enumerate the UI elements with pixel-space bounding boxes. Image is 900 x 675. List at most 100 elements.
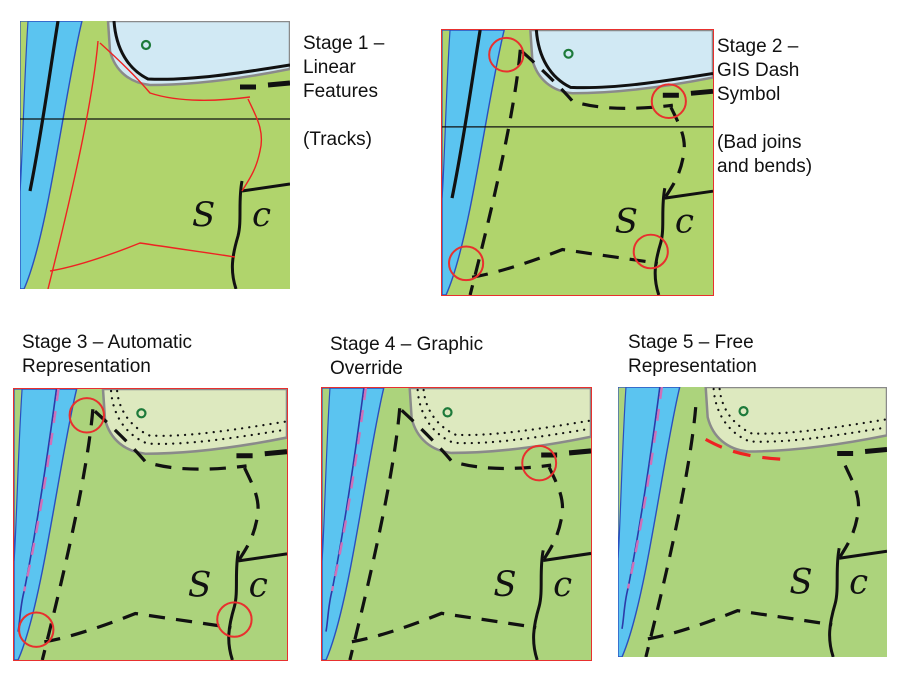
river-centreline <box>621 387 661 629</box>
boundary-line <box>838 549 887 560</box>
highlight-circle-north-east <box>650 83 687 119</box>
lake-dotted-margin <box>416 388 591 445</box>
map-label-c: c <box>249 565 268 605</box>
map-label-c: c <box>675 202 694 241</box>
track-north <box>99 42 251 101</box>
track-east <box>837 464 861 560</box>
track-north <box>521 50 674 110</box>
track-south <box>647 608 833 641</box>
boundary-curve <box>828 547 841 657</box>
boundary-curve <box>532 550 545 660</box>
map-label-s: S <box>188 565 212 605</box>
track-west <box>468 49 522 295</box>
river-bank-west <box>618 387 627 559</box>
track-east <box>663 106 686 199</box>
wall-segment <box>236 449 287 459</box>
boundary-curve <box>227 550 240 660</box>
lake <box>106 21 290 87</box>
river-bank-west <box>14 389 23 561</box>
highlight-circle-south-east <box>632 233 669 270</box>
lake <box>408 388 591 455</box>
highlight-circle-south-east <box>216 601 253 638</box>
map-label-c: c <box>252 195 271 235</box>
wall-segment <box>240 80 290 90</box>
lake <box>704 387 887 453</box>
highlight-circle-north-west <box>68 397 105 434</box>
river-centreline <box>28 21 60 192</box>
spring-symbol <box>140 39 152 51</box>
track-west <box>348 408 402 660</box>
track-west <box>40 409 95 660</box>
track-north <box>400 409 552 471</box>
map-label-s: S <box>493 565 516 605</box>
river-dash-line <box>330 388 368 592</box>
lake-dotted-margin-inner <box>116 389 287 437</box>
lake <box>529 30 713 95</box>
caption-stage-3: Stage 3 – Automatic Representation <box>22 332 193 377</box>
caption-stage-4: Stage 4 – Graphic Override <box>330 334 484 379</box>
spring-symbol <box>563 48 574 59</box>
spring-symbol <box>136 408 147 419</box>
river <box>322 388 385 660</box>
boundary-curve <box>653 187 667 295</box>
spring-symbol <box>738 406 749 417</box>
track-north <box>93 410 247 471</box>
river-bank-west <box>20 21 29 192</box>
river-dash-line <box>22 389 60 592</box>
map-label-s: S <box>192 195 215 235</box>
caption-stage-2: Stage 2 – GIS Dash Symbol (Bad joins and… <box>717 36 813 177</box>
lake-shoreline <box>534 30 713 90</box>
river <box>14 389 78 660</box>
river <box>618 387 681 657</box>
river-dash-line <box>626 387 664 589</box>
track-south <box>471 247 659 279</box>
boundary-line <box>238 552 287 563</box>
track-south <box>44 611 232 644</box>
lake <box>101 389 287 455</box>
river-bank-west <box>442 30 451 199</box>
highlight-circle-override <box>521 444 558 482</box>
highlight-circle-south-west <box>448 245 485 282</box>
wall-segment <box>837 446 887 457</box>
river-centreline <box>450 30 482 199</box>
lake-shoreline <box>112 21 290 81</box>
track-north-free <box>704 437 788 462</box>
caption-stage-5: Stage 5 – Free Representation <box>628 332 757 377</box>
highlight-circle-south-west <box>18 611 55 648</box>
track-south <box>351 611 537 644</box>
map-label-c: c <box>849 562 868 602</box>
map-label-c: c <box>553 565 572 605</box>
boundary-curve <box>230 180 244 289</box>
wall-segment <box>662 88 713 98</box>
river-centreline <box>325 388 365 632</box>
track-west <box>644 407 698 657</box>
river-bank-west <box>322 388 331 561</box>
boundary-line <box>664 189 713 200</box>
highlight-circle-north-west <box>488 36 525 73</box>
lake-dotted-margin-inner <box>718 387 887 435</box>
river <box>442 30 505 295</box>
track-south <box>49 242 236 272</box>
lake-dotted-margin-inner <box>422 388 591 437</box>
map-label-s: S <box>615 202 638 241</box>
boundary-line <box>241 182 290 193</box>
track-east <box>541 466 565 562</box>
lake-dotted-margin <box>712 387 887 443</box>
lake-dotted-margin <box>109 389 287 446</box>
river-centreline <box>17 389 58 632</box>
caption-stage-1: Stage 1 – Linear Features (Tracks) <box>303 33 385 150</box>
track-west <box>47 40 99 289</box>
track-east <box>237 467 260 562</box>
map-label-s: S <box>789 562 812 602</box>
track-east <box>241 98 263 192</box>
